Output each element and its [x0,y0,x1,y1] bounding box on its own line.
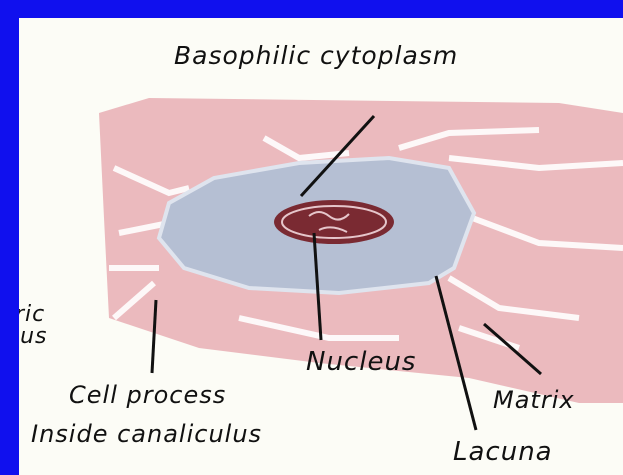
diagram-frame: Basophilic cytoplasm Nucleus Matrix Lacu… [19,18,623,475]
label-lacuna: Lacuna [453,437,553,467]
label-nucleus: Nucleus [306,347,416,377]
label-cell-process: Cell process [69,381,226,409]
label-matrix: Matrix [493,386,575,414]
osteocyte-diagram: Basophilic cytoplasm Nucleus Matrix Lacu… [19,18,623,475]
label-inside-canaliculus: Inside canaliculus [31,420,262,448]
label-cut-lus: lus [19,324,48,349]
label-basophilic-cytoplasm: Basophilic cytoplasm [174,41,458,70]
